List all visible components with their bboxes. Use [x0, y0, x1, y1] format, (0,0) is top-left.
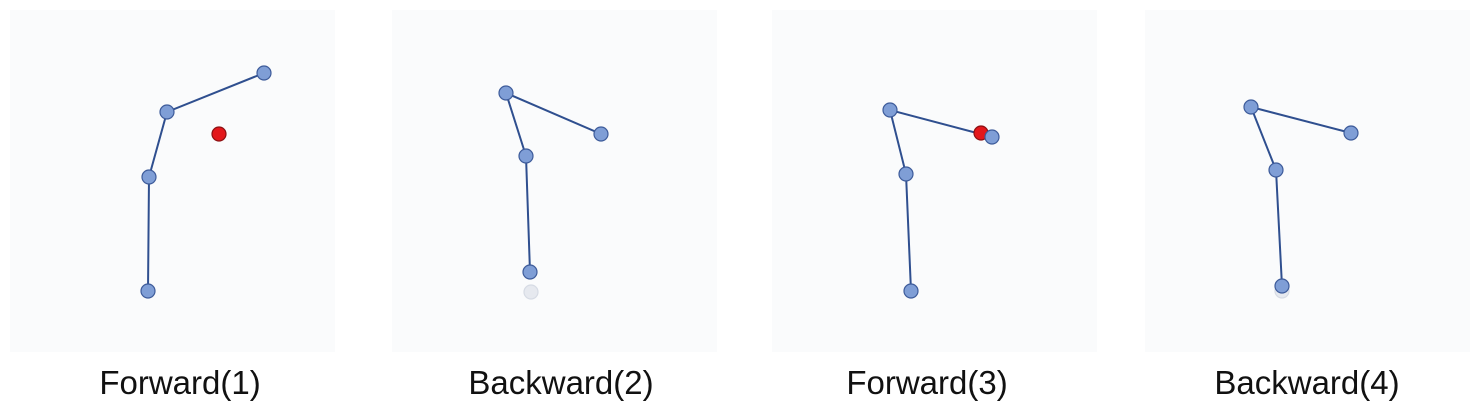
chain-joint-end-effector — [984, 129, 1000, 145]
chain-joint-end-effector — [256, 65, 272, 81]
target-point — [211, 126, 227, 142]
chain-joint-base — [522, 264, 538, 280]
original-base-joint-ghost — [523, 284, 539, 300]
ik-chain-diagram-4 — [1243, 99, 1359, 299]
chain-bones — [147, 72, 265, 292]
ik-chain-diagram-2 — [498, 85, 609, 300]
panel-forward-1 — [10, 10, 335, 352]
chain-bones — [1249, 105, 1352, 287]
chain-joint — [898, 166, 914, 182]
chain-joint — [1243, 99, 1259, 115]
chain-joint — [498, 85, 514, 101]
chain-joint — [141, 169, 157, 185]
panel-caption: Backward(2) — [468, 364, 654, 401]
chain-joint — [159, 104, 175, 120]
panel-forward-3 — [772, 10, 1097, 352]
chain-bones — [888, 108, 993, 292]
ik-chain-diagram-1 — [140, 65, 272, 299]
chain-joint-end-effector — [1343, 125, 1359, 141]
chain-joint-base — [140, 283, 156, 299]
panel-caption: Forward(1) — [99, 364, 261, 401]
chain-joint-base — [1274, 278, 1290, 294]
panel-backward-4 — [1145, 10, 1470, 352]
panel-caption: Forward(3) — [846, 364, 1008, 401]
chain-joint — [1268, 162, 1284, 178]
chain-bones — [504, 91, 602, 273]
chain-joint — [882, 102, 898, 118]
ik-chain-diagram-3 — [882, 102, 1000, 299]
chain-joint-base — [903, 283, 919, 299]
panel-backward-2 — [392, 10, 717, 352]
panel-caption: Backward(4) — [1214, 364, 1400, 401]
chain-joint-end-effector — [593, 126, 609, 142]
chain-joint — [518, 148, 534, 164]
